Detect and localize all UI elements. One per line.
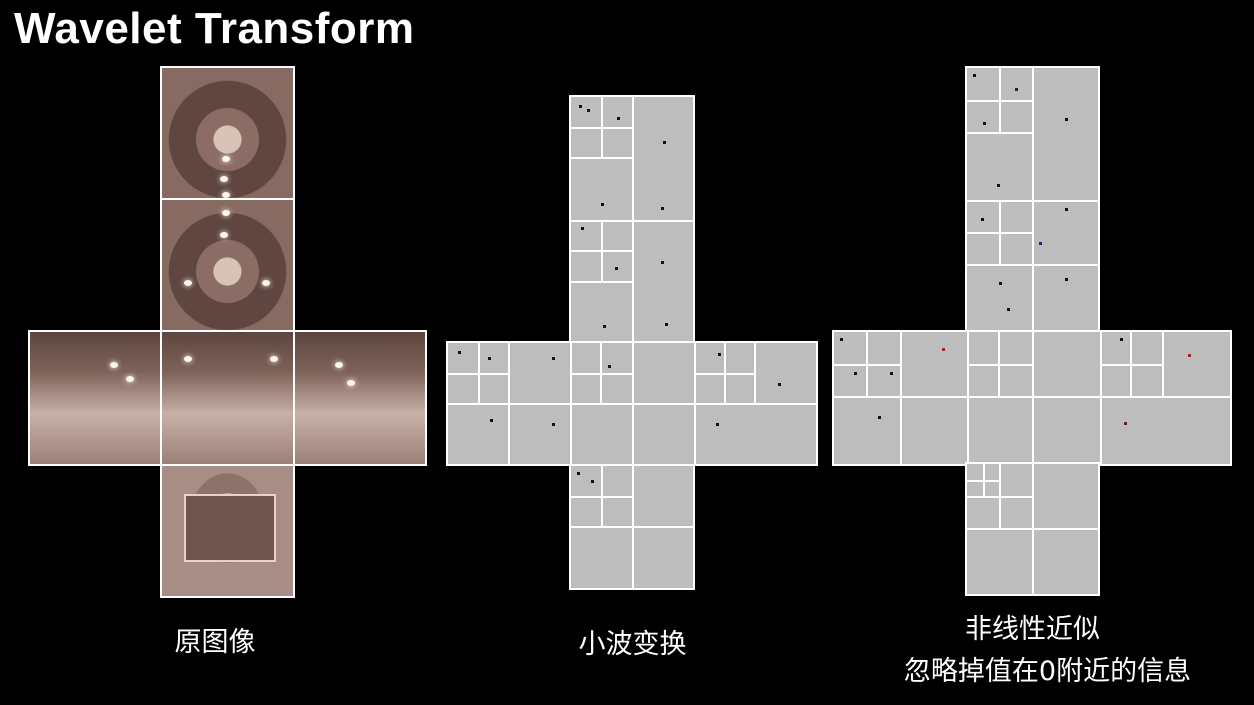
cube-face-left — [28, 330, 162, 466]
caption-original: 原图像 — [174, 627, 256, 658]
nonlinear-face-middle — [832, 330, 1232, 466]
nonlinear-face-bottom — [965, 462, 1100, 596]
wavelet-face-middle — [446, 341, 818, 466]
cube-face-right — [293, 330, 427, 466]
caption-nonlinear-line2: 忽略掉值在0附近的信息 — [903, 656, 1192, 687]
caption-wavelet: 小波变换 — [578, 629, 687, 660]
wavelet-face-bottom — [569, 464, 695, 590]
cube-face-bottom — [160, 464, 295, 598]
slide-title: Wavelet Transform — [14, 4, 415, 53]
caption-nonlinear-line1: 非线性近似 — [965, 614, 1100, 645]
cube-face-top — [160, 66, 295, 200]
wavelet-face-top — [569, 95, 695, 345]
nonlinear-face-top — [965, 66, 1100, 334]
cube-face-front — [160, 330, 295, 466]
cube-face-upper — [160, 198, 295, 332]
